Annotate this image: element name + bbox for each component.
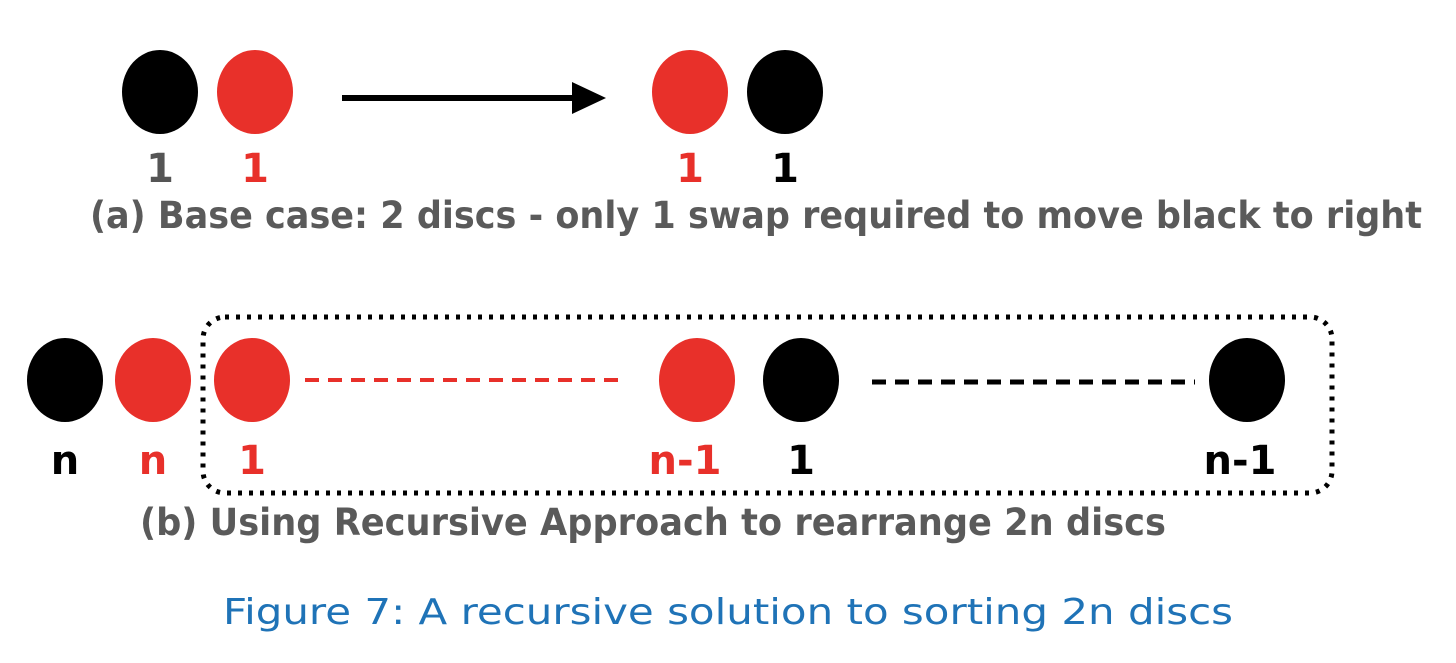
disc-black-a-after (747, 50, 823, 134)
caption-part-a: (a) Base case: 2 discs - only 1 swap req… (90, 194, 1422, 237)
caption-part-b: (b) Using Recursive Approach to rearrang… (140, 501, 1166, 544)
figure-caption: Figure 7: A recursive solution to sortin… (223, 592, 1233, 633)
label-b-red-n: n (139, 438, 167, 484)
disc-red-b-1 (214, 338, 290, 422)
label-b-black-n: n (51, 438, 79, 484)
disc-black-b-1 (763, 338, 839, 422)
disc-black-b-n-1 (1209, 338, 1285, 422)
disc-red-a-after (652, 50, 728, 134)
label-a-after-black: 1 (771, 146, 799, 192)
recursive-subproblem-box (200, 314, 1335, 496)
disc-red-a-before (217, 50, 293, 134)
label-b-black-n-1: n-1 (1204, 438, 1277, 484)
disc-black-a-before (122, 50, 198, 134)
disc-red-b-n-1 (659, 338, 735, 422)
label-b-red-n-1: n-1 (649, 438, 722, 484)
label-a-after-red: 1 (676, 146, 704, 192)
label-a-before-black: 1 (146, 146, 174, 192)
disc-red-b-n (115, 338, 191, 422)
disc-black-b-n (27, 338, 103, 422)
label-a-before-red: 1 (241, 146, 269, 192)
label-b-red-1: 1 (238, 438, 266, 484)
swap-arrow-head (572, 82, 606, 114)
label-b-black-1: 1 (787, 438, 815, 484)
